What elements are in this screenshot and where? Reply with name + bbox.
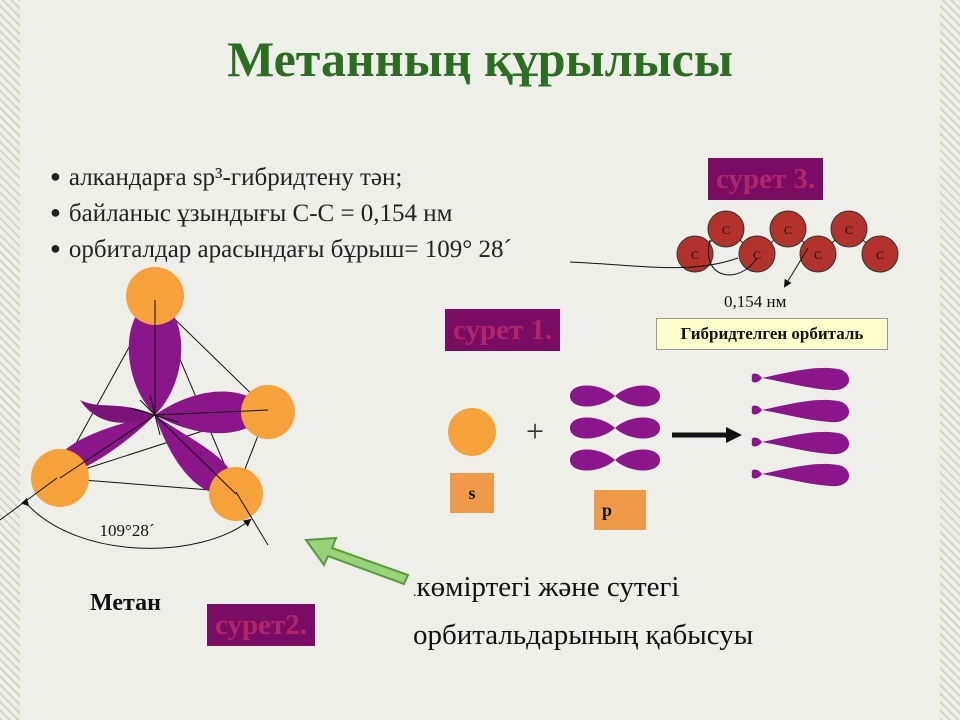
s-orbital <box>448 408 496 456</box>
right-border-pattern <box>940 0 960 720</box>
bond-length-label: 0,154 нм <box>724 292 787 311</box>
hybrid-orbital-label: Гибридтелген орбиталь <box>656 318 888 350</box>
p-label-box: p <box>594 490 646 530</box>
plus-sign: + <box>526 413 544 449</box>
slide-title: Метанның құрылысы <box>227 31 733 87</box>
carbon-atom <box>707 210 745 248</box>
bullet-text: байланыс ұзындығы С-С = 0,154 нм <box>68 200 453 227</box>
bullet-dot-icon: ● <box>50 238 61 258</box>
figure1-label: сурет 1. <box>445 309 561 351</box>
carbon-atom-label: C <box>814 248 822 262</box>
bond-length-bracket <box>707 239 758 276</box>
carbon-atom-label: C <box>722 223 730 237</box>
hybrid-orbitals <box>751 367 850 487</box>
methane-label: Метан <box>90 590 161 616</box>
carbon-atom <box>830 210 868 248</box>
carbon-atom-label: C <box>753 248 761 262</box>
carbon-atom-label: C <box>784 223 792 237</box>
hybrid-orbital <box>751 463 850 487</box>
angle-pointer-line <box>569 257 739 269</box>
caption-line1: көміртегі және сутегі <box>416 571 680 603</box>
green-arrow-icon <box>304 536 410 586</box>
angle-arc <box>20 497 252 549</box>
orbital-lobe <box>80 400 155 423</box>
caption-prefix: . <box>413 585 417 600</box>
bullet-list: ● алкандарға sp³-гибридтену тән; ● байланы… <box>50 158 512 266</box>
hybrid-orbital <box>751 431 850 455</box>
p-orbital <box>570 385 660 407</box>
carbon-chain: C C C C C C C <box>676 210 899 288</box>
bullet-item: ● байланыс ұзындығы С-С = 0,154 нм <box>50 194 512 230</box>
carbon-atom-label: C <box>876 248 884 262</box>
bullet-text: орбиталдар арасындағы бұрыш= 109° 28´ <box>68 236 512 263</box>
carbon-atom <box>799 235 837 273</box>
hydrogen-orbital <box>126 267 184 325</box>
p-orbital <box>570 449 660 471</box>
carbon-atom <box>676 235 714 273</box>
s-label-box: s <box>450 473 494 513</box>
methane-model <box>0 267 295 549</box>
bullet-item: ● алкандарға sp³-гибридтену тән; <box>50 158 512 194</box>
carbon-atom <box>861 235 899 273</box>
carbon-atom-label: C <box>691 248 699 262</box>
bullet-dot-icon: ● <box>50 202 61 222</box>
bullet-item: ● орбиталдар арасындағы бұрыш= 109° 28´ <box>50 230 512 266</box>
carbon-atom <box>769 210 807 248</box>
hydrogen-orbital <box>241 385 295 439</box>
p-orbital <box>570 417 660 439</box>
left-border-pattern <box>0 0 20 720</box>
bond-arrow <box>783 247 809 288</box>
figure2-label: сурет2. <box>207 604 315 646</box>
figure3-label: сурет 3. <box>708 158 824 200</box>
caption-line2: орбитальдарының қабысуы <box>413 619 754 651</box>
angle-label: 109°28´ <box>100 521 155 540</box>
bullet-text: алкандарға sp³-гибридтену тән; <box>68 164 403 191</box>
caption: .көміртегі және сутегі орбитальдарының қ… <box>413 566 753 656</box>
p-orbitals <box>570 385 660 471</box>
bullet-dot-icon: ● <box>50 166 61 186</box>
reaction-arrow-head <box>726 427 742 443</box>
carbon-atom-label: C <box>845 223 853 237</box>
hybrid-orbital <box>751 367 850 391</box>
hybrid-orbital <box>751 399 850 423</box>
carbon-atom <box>738 235 776 273</box>
